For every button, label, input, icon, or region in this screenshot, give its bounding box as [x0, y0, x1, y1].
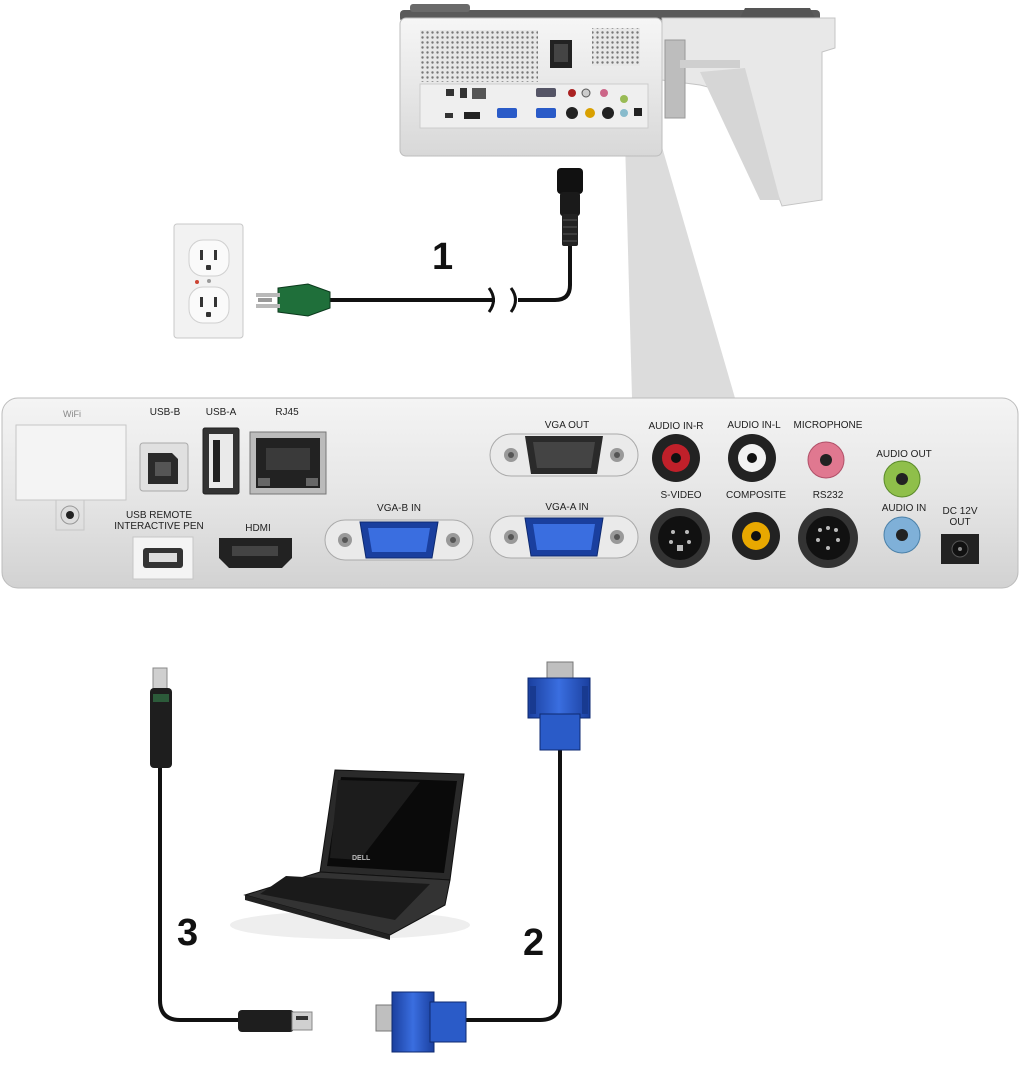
callout-1: 1: [432, 236, 454, 278]
usb-cable: [150, 667, 313, 1032]
label-s-video: S-VIDEO: [660, 490, 702, 501]
dc-12v-port: [941, 534, 979, 564]
magnify-wedge: [625, 140, 735, 398]
label-vga-out: VGA OUT: [544, 420, 590, 431]
audio-in-port: [883, 516, 921, 554]
power-cable: [256, 168, 583, 317]
vga-a-port: [489, 515, 639, 559]
label-dc-line2: OUT: [949, 517, 971, 528]
laptop-logo: DELL: [352, 855, 371, 862]
label-audio-out: AUDIO OUT: [876, 449, 932, 460]
laptop: [230, 769, 470, 940]
label-dc-line1: DC 12V: [942, 506, 978, 517]
label-microphone: MICROPHONE: [793, 420, 863, 431]
callout-2: 2: [523, 922, 545, 964]
callout-3: 3: [177, 912, 199, 954]
label-usb-a: USB-A: [205, 407, 237, 418]
label-dc-12v: DC 12V OUT: [930, 506, 990, 528]
label-audio-in-r: AUDIO IN-R: [648, 421, 704, 432]
usb-remote-port: [132, 536, 194, 580]
microphone-port: [807, 441, 845, 479]
label-usb-remote-line1: USB REMOTE: [125, 510, 193, 521]
label-rj45: RJ45: [275, 407, 299, 418]
vga-b-port: [324, 519, 474, 561]
label-vga-b-in: VGA-B IN: [377, 503, 421, 514]
vga-out-port: [489, 433, 639, 477]
label-hdmi: HDMI: [245, 523, 271, 534]
hdmi-port: [219, 538, 292, 568]
rs232-port: [798, 508, 858, 568]
audio-out-port: [883, 460, 921, 498]
audio-in-l-port: [728, 434, 776, 482]
label-wifi: WiFi: [63, 409, 81, 419]
label-vga-a-in: VGA-A IN: [545, 502, 589, 513]
label-audio-in: AUDIO IN: [881, 503, 927, 514]
wall-outlet: [173, 223, 244, 339]
vga-cable: [375, 661, 591, 1053]
rj45-port: [249, 431, 327, 495]
label-composite: COMPOSITE: [725, 490, 786, 501]
projector: [399, 4, 836, 207]
audio-in-r-port: [652, 434, 700, 482]
label-usb-remote-line2: INTERACTIVE PEN: [114, 521, 204, 532]
label-rs232: RS232: [812, 490, 844, 501]
label-audio-in-l: AUDIO IN-L: [727, 420, 781, 431]
label-usb-b: USB-B: [149, 407, 181, 418]
composite-port: [732, 512, 780, 560]
s-video-port: [650, 508, 710, 568]
usb-a-port: [202, 427, 240, 495]
label-usb-remote: USB REMOTE INTERACTIVE PEN: [104, 510, 214, 532]
usb-b-port: [139, 442, 189, 492]
